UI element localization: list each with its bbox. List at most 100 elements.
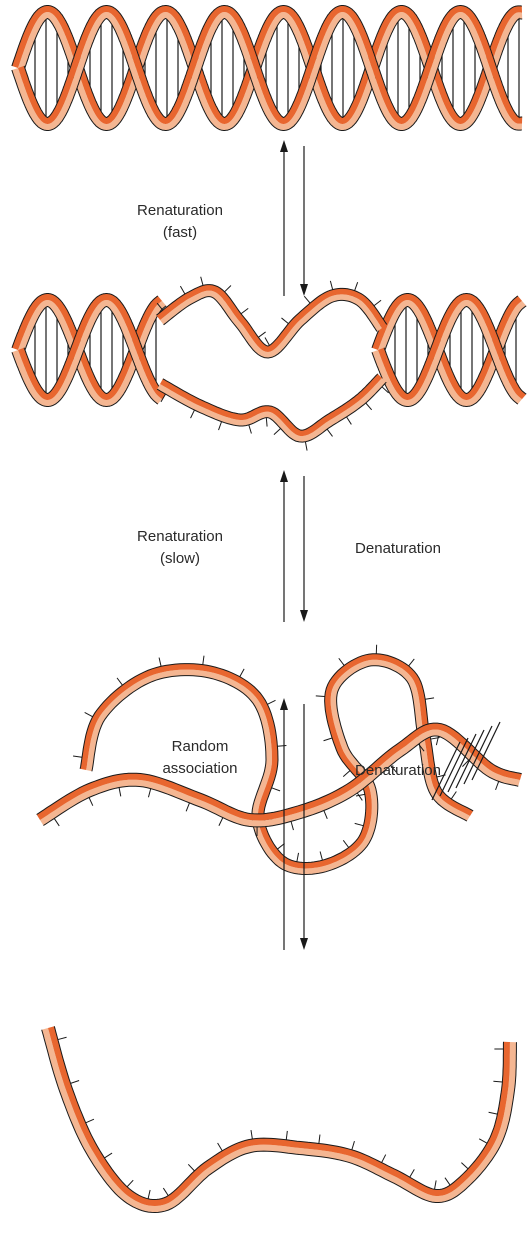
tangle-strand-a-base-tick — [425, 698, 434, 699]
tangle-strand-a-base-tick — [73, 756, 82, 757]
arrow-down-head — [300, 284, 308, 296]
melted-lower-strand-base-tick — [274, 429, 281, 435]
tangle-strand-a-base-tick — [85, 712, 93, 716]
denaturation-line-2: Denaturation — [328, 760, 468, 782]
melted-upper-strand-base-tick — [258, 332, 265, 337]
tangle-strand-a-base-tick — [324, 738, 333, 741]
single-strand-dark-face — [48, 1026, 510, 1206]
tangle-strand-a-base-tick — [339, 658, 344, 665]
tangle-strand-b-base-tick — [219, 818, 223, 826]
tangle-strand-b-base-tick — [54, 818, 59, 825]
single-strand-base-tick — [479, 1139, 487, 1143]
arrow-down-head — [300, 610, 308, 622]
tangle-strand-b-base-tick — [496, 781, 499, 789]
melted-lower-strand-base-tick — [266, 418, 267, 427]
melted-upper-strand-base-tick — [241, 308, 248, 313]
tangle-strand-a-base-tick — [409, 659, 415, 666]
melted-upper-strand-base-tick — [180, 286, 185, 294]
single-strand-base-tick — [435, 1180, 437, 1189]
denaturation-line-1: Denaturation — [328, 538, 468, 560]
single-strand — [42, 1026, 517, 1212]
equilibrium-arrows — [280, 140, 308, 950]
tangle-strand-a-base-tick — [297, 853, 299, 862]
partially-melted-stage — [12, 277, 526, 451]
single-strand-base-tick — [493, 1081, 502, 1082]
forward-arrow-1 — [280, 140, 288, 296]
melted-upper-strand — [156, 277, 386, 358]
tangle-strand-a-base-tick — [159, 658, 161, 667]
tangle-strand-a-base-tick — [272, 788, 280, 791]
reverse-arrow-1 — [300, 146, 308, 296]
melted-upper-strand-base-tick — [281, 318, 288, 324]
renaturation-fast-line-1: Renaturation — [120, 200, 240, 222]
double-helix-stage — [12, 6, 522, 131]
single-strand-base-tick — [445, 1178, 450, 1185]
renaturation-slow-label: Renaturation (slow) — [120, 526, 240, 570]
tangle-strand-a-base-tick — [240, 669, 244, 677]
single-strand-light-face — [42, 1028, 517, 1213]
melted-lower-strand-base-tick — [347, 417, 352, 425]
single-strand-base-tick — [218, 1143, 223, 1151]
arrow-down-head — [300, 938, 308, 950]
melted-lower-strand — [157, 374, 388, 451]
melted-upper-strand-dark-face — [156, 285, 386, 352]
melted-lower-strand-base-tick — [305, 442, 307, 451]
single-strand-base-tick — [251, 1130, 252, 1139]
single-strand-base-tick — [188, 1164, 194, 1171]
tangle-strand-a-base-tick — [451, 792, 456, 799]
single-strand-base-tick — [86, 1119, 94, 1123]
melted-upper-strand-base-tick — [374, 300, 381, 305]
tangle-strand-b-base-tick — [324, 811, 327, 819]
renaturation-slow-line-2: (slow) — [120, 548, 240, 570]
single-strand-edge-bottom — [54, 1026, 503, 1199]
single-strand-base-tick — [104, 1153, 112, 1158]
single-strand-base-tick — [461, 1163, 468, 1169]
single-strand-base-tick — [163, 1188, 168, 1196]
tangle-strand-a-base-tick — [355, 823, 364, 825]
tangle-strand-b-base-tick — [148, 789, 150, 798]
melted-lower-strand-base-tick — [191, 410, 195, 418]
melted-upper-strand-base-tick — [225, 286, 231, 292]
single-strand-base-tick — [352, 1141, 355, 1150]
melted-lower-strand-base-tick — [366, 403, 372, 410]
single-strand-base-tick — [410, 1169, 415, 1177]
reverse-arrow-3 — [300, 704, 308, 950]
denaturation-label-1: Denaturation — [328, 538, 468, 560]
melted-upper-strand-base-tick — [201, 277, 203, 286]
single-strand-base-tick — [382, 1155, 386, 1163]
tangle-strand-a-base-tick — [320, 852, 322, 861]
arrow-up-head — [280, 140, 288, 152]
melted-upper-strand-base-tick — [265, 338, 269, 346]
tangle-strand-a-base-tick — [277, 746, 286, 747]
tangle-strand-b-base-tick — [119, 788, 121, 797]
tangle-strand-b-base-tick — [291, 821, 293, 830]
denaturation-label-2: Denaturation — [328, 760, 468, 782]
single-strand-base-tick — [286, 1131, 287, 1140]
melted-lower-strand-base-tick — [249, 425, 252, 434]
tangle-strand-b-base-tick — [357, 793, 362, 800]
tangle-strand-a-base-tick — [117, 678, 122, 685]
helix-left — [12, 294, 166, 407]
single-strand-base-tick — [71, 1081, 80, 1084]
melted-upper-strand-base-tick — [330, 281, 332, 290]
renaturation-fast-line-2: (fast) — [120, 222, 240, 244]
tangle-strand-a-base-tick — [316, 696, 325, 697]
random-association-line-2: association — [140, 758, 260, 780]
arrow-up-head — [280, 470, 288, 482]
melted-upper-strand-base-tick — [355, 282, 358, 290]
single-strand-base-tick — [127, 1180, 133, 1187]
single-strand-base-tick — [58, 1037, 67, 1039]
helix-full — [12, 6, 522, 131]
single-strands-stage — [42, 1026, 517, 1212]
tangle-strand-a-base-tick — [203, 656, 204, 665]
tangle-strand-a-base-tick — [356, 794, 365, 796]
reverse-arrow-2 — [300, 476, 308, 622]
renaturation-fast-label: Renaturation (fast) — [120, 200, 240, 244]
random-association-label: Random association — [140, 736, 260, 780]
arrow-up-head — [280, 698, 288, 710]
single-strand-base-tick — [319, 1135, 320, 1144]
melted-lower-strand-base-tick — [327, 429, 332, 436]
melted-lower-strand-base-tick — [219, 422, 222, 430]
